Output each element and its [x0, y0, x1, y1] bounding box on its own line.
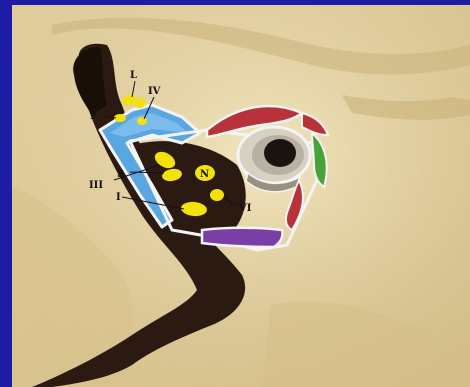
optic-lumen: [264, 139, 296, 167]
label-f: F: [90, 111, 97, 122]
label-iii: III: [89, 180, 103, 191]
label-vi: VI: [238, 203, 252, 214]
label-iv: IV: [148, 86, 161, 97]
label-i: I: [116, 192, 121, 203]
nerve-iv: [137, 117, 147, 125]
nerve-vi: [210, 189, 224, 201]
anatomy-illustration: L IV F III S N I VI: [12, 5, 470, 387]
label-n: N: [200, 169, 209, 180]
label-l: L: [130, 70, 137, 81]
label-s: S: [117, 169, 124, 180]
purple-muscle: [202, 228, 283, 247]
